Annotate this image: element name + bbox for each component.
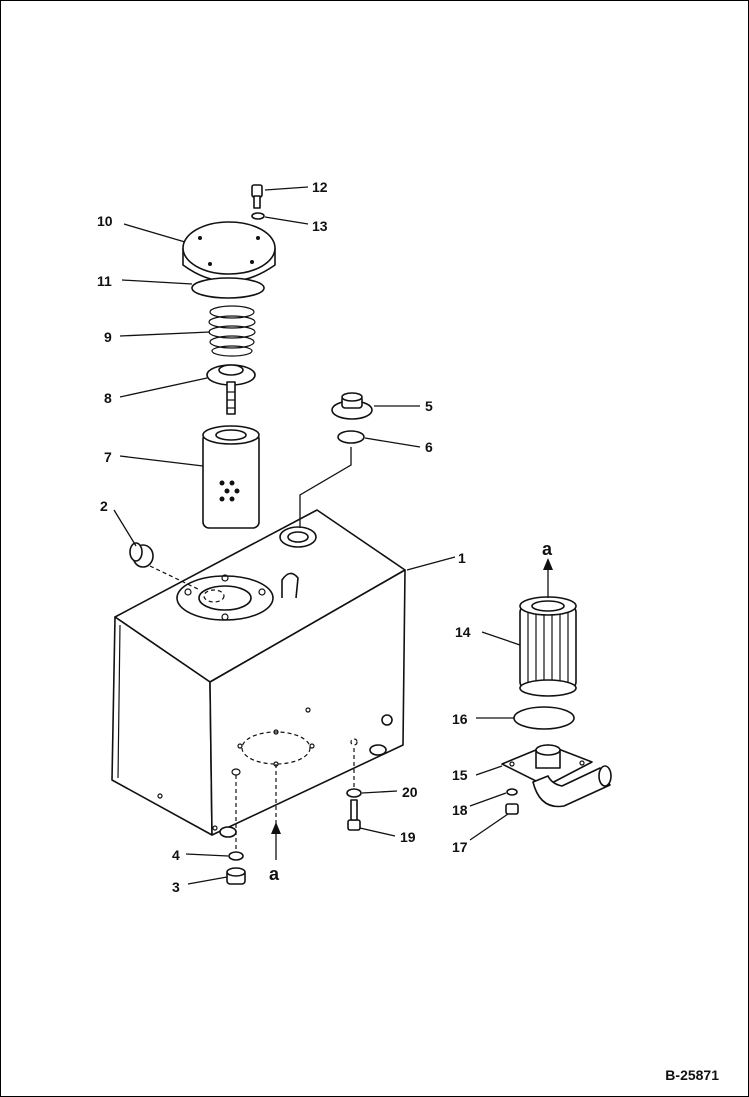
bypass-valve <box>206 364 256 415</box>
spring <box>208 305 256 357</box>
filler-cap <box>331 392 373 420</box>
callout-6: 6 <box>425 439 433 455</box>
flow-arrow-bottom: a <box>269 764 281 884</box>
tank-body <box>111 509 406 838</box>
o-ring-6 <box>299 430 365 528</box>
cover <box>182 221 276 283</box>
callout-3: 3 <box>172 879 180 895</box>
callout-18: 18 <box>452 802 468 818</box>
flow-marker-bottom: a <box>269 864 280 884</box>
suction-strainer <box>519 596 577 697</box>
flange-bolt <box>505 803 519 815</box>
callout-7: 7 <box>104 449 112 465</box>
callout-17: 17 <box>452 839 468 855</box>
flange-washer <box>506 788 518 796</box>
callout-20: 20 <box>402 784 418 800</box>
callout-2: 2 <box>100 498 108 514</box>
flow-marker-top: a <box>542 539 553 559</box>
suction-flange <box>501 744 612 808</box>
callout-16: 16 <box>452 711 468 727</box>
filter-element <box>202 425 260 529</box>
callout-12: 12 <box>312 179 328 195</box>
gasket <box>191 277 265 299</box>
callout-13: 13 <box>312 218 328 234</box>
callout-14: 14 <box>455 624 471 640</box>
callout-10: 10 <box>97 213 113 229</box>
mount-bolt <box>347 799 361 831</box>
callout-4: 4 <box>172 847 180 863</box>
callout-19: 19 <box>400 829 416 845</box>
cover-washer <box>251 212 265 220</box>
drawing-reference-code: B-25871 <box>665 1067 719 1083</box>
o-ring-16 <box>513 706 575 730</box>
flow-arrow-top: a <box>542 539 553 598</box>
callout-8: 8 <box>104 390 112 406</box>
leader-lines <box>113 186 521 885</box>
callout-11: 11 <box>97 273 112 289</box>
callout-5: 5 <box>425 398 433 414</box>
mount-washer <box>346 748 362 798</box>
callout-15: 15 <box>452 767 468 783</box>
callout-9: 9 <box>104 329 112 345</box>
grommet <box>129 542 201 591</box>
cover-bolt <box>251 184 263 209</box>
o-ring-4 <box>228 775 244 861</box>
callout-1: 1 <box>458 550 466 566</box>
drain-plug <box>226 867 246 885</box>
